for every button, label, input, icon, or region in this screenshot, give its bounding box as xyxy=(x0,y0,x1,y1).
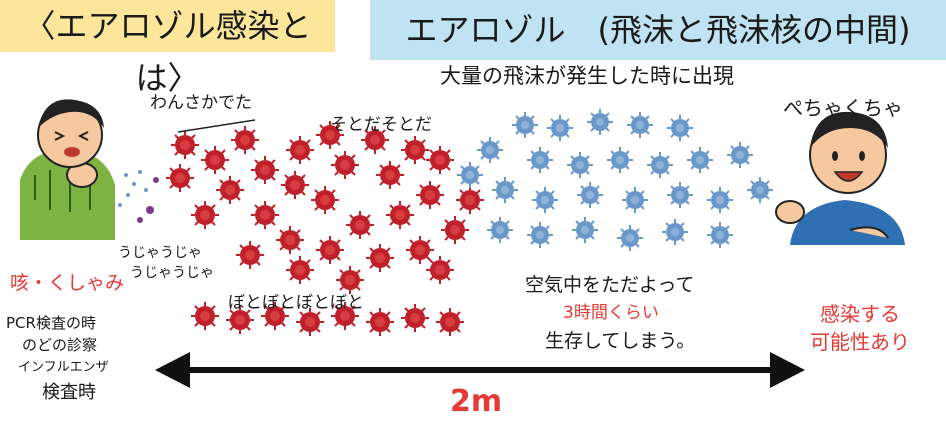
spray-droplets xyxy=(118,170,159,223)
right-label-line2: 可能性あり xyxy=(810,330,910,354)
header-right-title: エアロゾル (飛沫と飛沫核の中間) xyxy=(370,0,946,60)
label-test-time: 検査時 xyxy=(42,382,96,403)
smiling-person-icon xyxy=(775,111,905,245)
pointer-line xyxy=(177,119,256,133)
center-text-line1: 空気中をただよって xyxy=(525,274,695,296)
label-throat: のどの診察 xyxy=(22,336,98,354)
coughing-person-icon xyxy=(20,99,115,240)
label-botobot: ぼとぼとぼとぼと xyxy=(228,293,364,313)
distance-label: 2m xyxy=(450,384,503,419)
label-peccha: ぺちゃくちゃ xyxy=(783,96,903,120)
double-arrow-icon xyxy=(155,352,805,388)
label-pcr: PCR検査の時 xyxy=(6,314,96,332)
subtitle: 大量の飛沫が発生した時に出現 xyxy=(440,64,734,88)
right-label-line1: 感染する xyxy=(820,302,900,326)
blue-aerosol-cloud xyxy=(456,108,774,252)
header-left-title: 〈エアロゾル感染とは〉 xyxy=(0,0,335,97)
label-cough-sneeze: 咳・くしゃみ xyxy=(10,272,125,294)
label-wansakadeta: わんさかでた xyxy=(150,93,252,113)
center-text-line3: 生存してしまう。 xyxy=(545,330,696,352)
label-flu: インフルエンザ xyxy=(18,360,109,375)
label-ujauja-1: うじゃうじゃ xyxy=(118,245,202,261)
label-ujauja-2: うじゃうじゃ xyxy=(130,265,214,281)
label-sotodasotoda: そとだそとだ xyxy=(330,115,432,135)
center-text-line2: 3時間くらい xyxy=(563,303,659,323)
